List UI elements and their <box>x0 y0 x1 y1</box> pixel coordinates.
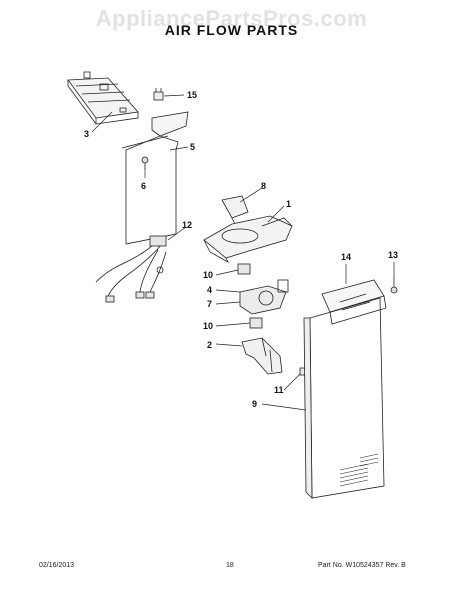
part-15-clip <box>153 88 164 101</box>
callout-2: 2 <box>207 340 212 350</box>
callout-13: 13 <box>388 250 398 260</box>
callout-15: 15 <box>187 90 197 100</box>
part-12-wire-harness <box>95 235 167 303</box>
footer-page-number: 18 <box>226 562 234 569</box>
part-10-bushing-bottom <box>249 317 263 329</box>
callout-7: 7 <box>207 299 212 309</box>
callout-10a: 10 <box>203 270 213 280</box>
callout-11: 11 <box>274 385 284 395</box>
part-7-motor <box>239 279 289 315</box>
part-5-duct-panel <box>121 111 189 245</box>
callout-9: 9 <box>252 399 257 409</box>
callout-12: 12 <box>182 220 192 230</box>
callout-5: 5 <box>190 142 195 152</box>
callout-4: 4 <box>207 285 212 295</box>
callout-8: 8 <box>261 181 266 191</box>
callout-14: 14 <box>341 252 351 262</box>
watermark: AppliancePartsPros.com <box>95 6 368 31</box>
part-6-screw <box>141 156 149 169</box>
part-3-louver-housing <box>67 71 139 125</box>
part-14-evaporator-cover <box>321 279 387 325</box>
callout-labels: 3 15 5 6 8 1 12 10 4 7 10 2 14 13 11 9 <box>84 90 398 409</box>
footer-part-number: Part No. W10524357 Rev. B <box>318 562 406 569</box>
footer-date: 02/16/2013 <box>39 562 75 569</box>
callout-1: 1 <box>286 199 291 209</box>
part-9-liner-panel <box>303 297 385 499</box>
page-title: AIR FLOW PARTS <box>164 22 299 38</box>
callout-10b: 10 <box>203 321 213 331</box>
part-1-damper-housing <box>203 215 293 263</box>
part-10-bushing-top <box>237 263 251 275</box>
part-2-duct-elbow <box>241 337 283 375</box>
leader-lines <box>91 94 395 411</box>
callout-3: 3 <box>84 129 89 139</box>
callout-6: 6 <box>141 181 146 191</box>
part-13-screw <box>390 276 398 294</box>
